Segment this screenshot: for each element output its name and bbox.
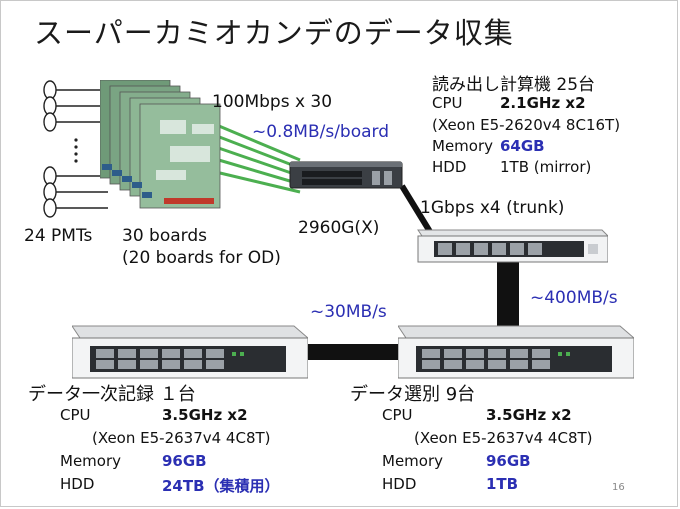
boards-label-line2: (20 boards for OD) — [122, 248, 281, 268]
readout-title: 読み出し計算機 25台 — [432, 75, 596, 95]
recording-title: データ一次記録 １台 — [28, 384, 196, 405]
selection-memory-value: 96GB — [486, 452, 531, 470]
readout-hdd-label: HDD — [432, 158, 467, 176]
boards-to-switch-rate: 100Mbps x 30 — [212, 92, 333, 112]
selection-server — [398, 325, 634, 379]
switch-label: 2960G(X) — [298, 218, 380, 238]
recording-cpu-value: 3.5GHz x2 — [162, 406, 248, 424]
selection-title: データ選別 9台 — [350, 384, 476, 405]
readout-hdd-value: 1TB (mirror) — [500, 158, 592, 176]
trunk-rate-label: 1Gbps x4 (trunk) — [420, 198, 565, 218]
page-number: 16 — [612, 482, 625, 493]
pmt-icon — [43, 112, 57, 132]
recording-hdd-label: HDD — [60, 475, 95, 493]
selection-cpu-label: CPU — [382, 406, 413, 424]
selection-hdd-label: HDD — [382, 475, 417, 493]
selection-hdd-value: 1TB — [486, 475, 519, 493]
readout-memory-value: 64GB — [500, 137, 545, 155]
readout-server — [417, 229, 608, 263]
recording-memory-value: 96GB — [162, 452, 207, 470]
slide-title: スーパーカミオカンデのデータ収集 — [34, 16, 514, 50]
recording-memory-label: Memory — [60, 452, 122, 470]
selection-memory-label: Memory — [382, 452, 444, 470]
readout-to-selection-cable — [497, 262, 519, 328]
readout-boards-stack — [100, 80, 221, 209]
per-board-rate: ~0.8MB/s/board — [252, 122, 390, 142]
readout-cpu-model: (Xeon E5-2620v4 8C16T) — [432, 116, 621, 134]
selection-cpu-model: (Xeon E5-2637v4 4C8T) — [414, 429, 593, 447]
recording-cpu-model: (Xeon E5-2637v4 4C8T) — [92, 429, 271, 447]
recording-cpu-label: CPU — [60, 406, 91, 424]
readout-cpu-value: 2.1GHz x2 — [500, 94, 586, 112]
readout-to-selection-rate: ~400MB/s — [530, 288, 618, 308]
recording-server — [72, 325, 308, 379]
selection-to-recording-cable — [302, 344, 402, 360]
selection-cpu-value: 3.5GHz x2 — [486, 406, 572, 424]
pmt-array — [43, 80, 108, 218]
trunk-cable — [399, 184, 435, 237]
recording-hdd-value: 24TB（集積用） — [162, 477, 280, 495]
pmts-label: 24 PMTs — [24, 226, 93, 246]
selection-to-recording-rate: ~30MB/s — [310, 302, 387, 322]
readout-memory-label: Memory — [432, 137, 494, 155]
boards-label-line1: 30 boards — [122, 226, 207, 246]
readout-cpu-label: CPU — [432, 94, 463, 112]
pmt-icon — [43, 198, 57, 218]
network-switch — [289, 161, 403, 189]
